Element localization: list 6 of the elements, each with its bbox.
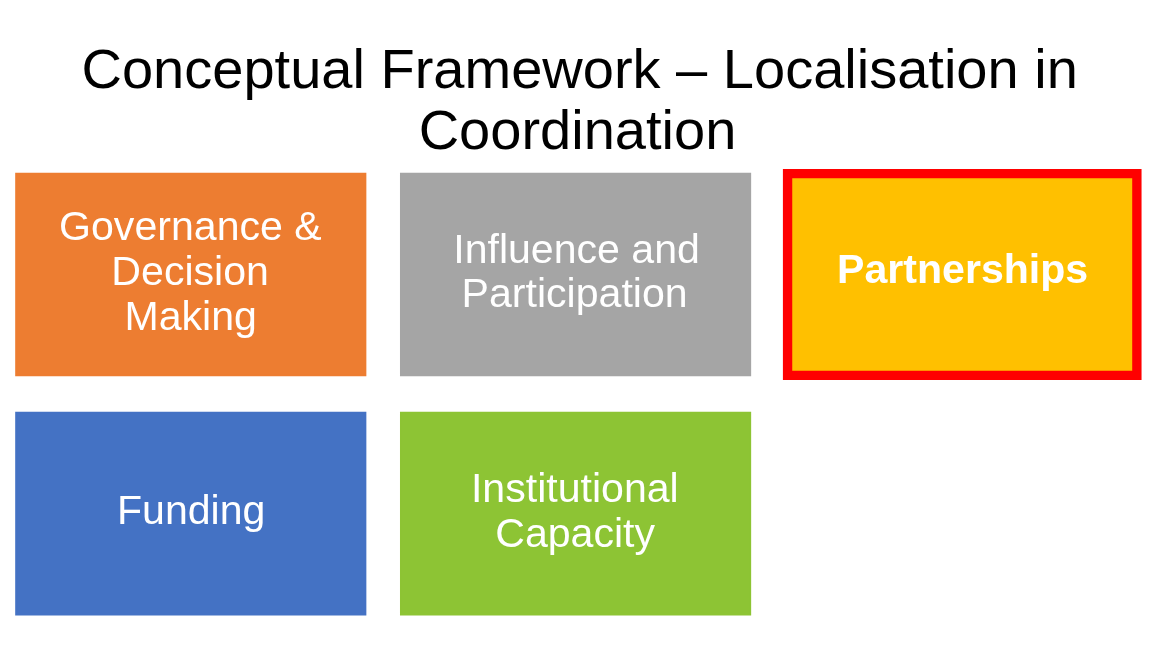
node-box: Governance & Decision Making xyxy=(15,172,367,376)
node-box: Funding xyxy=(15,411,367,615)
diagram-title: Conceptual Framework – Localisation in Coordination xyxy=(81,36,1078,161)
node-box: Institutional Capacity xyxy=(400,411,752,615)
node-box: Influence and Participation xyxy=(400,172,752,376)
node-box: Partnerships xyxy=(782,168,1142,380)
